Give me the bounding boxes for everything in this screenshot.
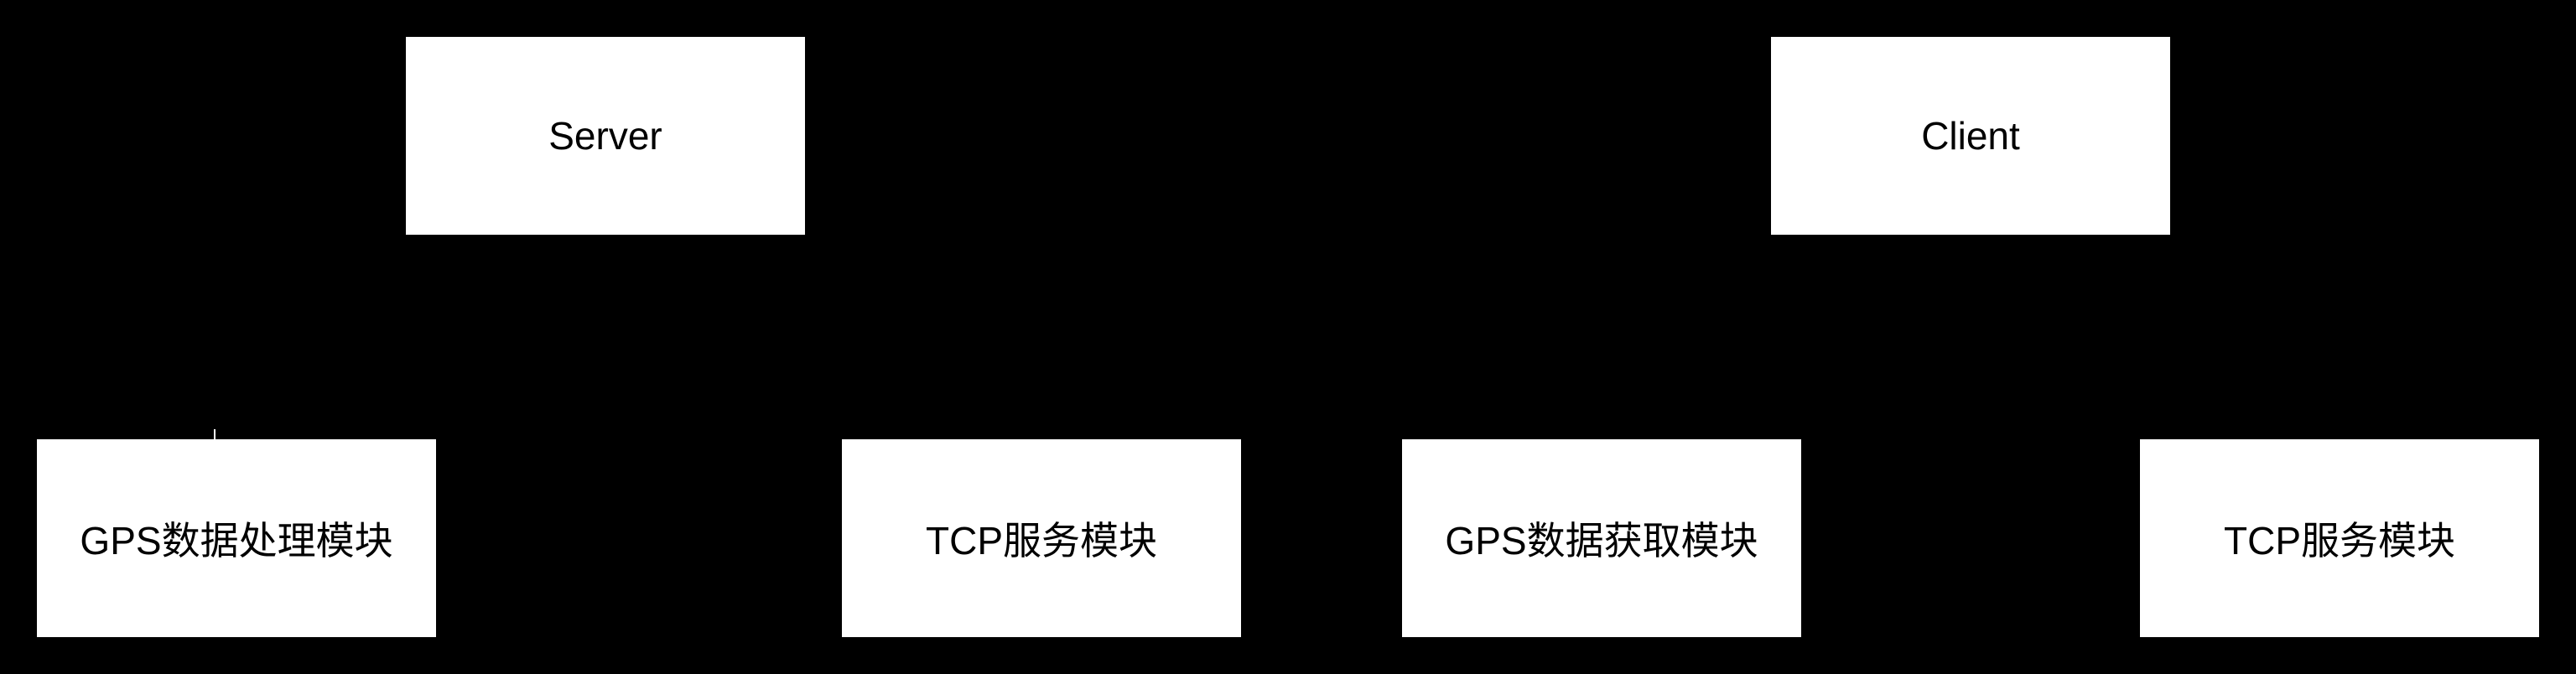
gps-acquisition-module-label: GPS数据获取模块: [1445, 519, 1758, 563]
client-tcp-service-module-label: TCP服务模块: [2224, 519, 2455, 563]
server-tcp-service-module-node[interactable]: TCP服务模块: [842, 439, 1241, 637]
server-node[interactable]: Server: [406, 37, 805, 235]
edge-client-to-gps-acquisition: [1600, 235, 1972, 439]
client-node[interactable]: Client: [1771, 37, 2170, 235]
gps-acquisition-module-node[interactable]: GPS数据获取模块: [1402, 439, 1801, 637]
client-node-label: Client: [1921, 114, 2020, 158]
edge-server-to-gps-processing: [235, 235, 607, 439]
gps-processing-module-node[interactable]: GPS数据处理模块: [37, 439, 436, 637]
client-tcp-service-module-node[interactable]: TCP服务模块: [2140, 439, 2539, 637]
edge-server-to-tcp-service-server: [604, 235, 1043, 439]
server-tcp-service-module-label: TCP服务模块: [926, 519, 1157, 563]
gps-processing-module-label: GPS数据处理模块: [80, 519, 393, 563]
edge-client-to-tcp-service-client: [1969, 235, 2341, 439]
server-node-label: Server: [548, 114, 662, 158]
